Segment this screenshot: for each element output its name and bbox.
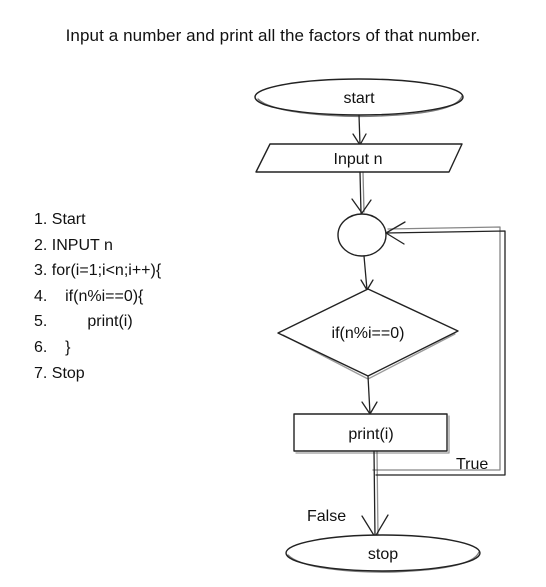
algorithm-step: 2. INPUT n <box>34 236 113 254</box>
algorithm-step: 7. Stop <box>34 364 85 382</box>
process-box: print(i) <box>293 413 450 454</box>
start-label: start <box>343 90 375 107</box>
connector-decision-to-process <box>361 375 378 415</box>
start-terminator: start <box>254 78 464 117</box>
decision-label: if(n%i==0) <box>332 325 405 342</box>
algorithm-step: 3. for(i=1;i<n;i++){ <box>34 262 162 280</box>
connector-input-to-loop <box>351 171 372 214</box>
algorithm-step: 1. Start <box>34 211 86 228</box>
true-label: True <box>456 456 488 473</box>
decision-diamond: if(n%i==0) <box>277 288 459 380</box>
algorithm-step: 5. print(i) <box>34 313 133 331</box>
algorithm-step: 4. if(n%i==0){ <box>34 287 144 305</box>
process-label: print(i) <box>348 426 393 443</box>
loop-back-connector <box>372 221 506 476</box>
connector-loop-to-decision <box>360 255 374 291</box>
algorithm-step: 6. } <box>34 338 71 356</box>
page-heading: Input a number and print all the factors… <box>65 26 481 45</box>
connector-start-to-input <box>352 114 367 146</box>
input-parallelogram: Input n <box>255 143 463 173</box>
stop-terminator: stop <box>285 534 481 573</box>
stop-label: stop <box>368 546 398 563</box>
algorithm-steps: 1. Start 2. INPUT n 3. for(i=1;i<n;i++){… <box>34 207 161 386</box>
false-label: False <box>307 508 346 525</box>
input-label: Input n <box>334 151 383 168</box>
loop-junction-circle <box>337 213 387 257</box>
connector-process-to-stop <box>361 450 389 538</box>
